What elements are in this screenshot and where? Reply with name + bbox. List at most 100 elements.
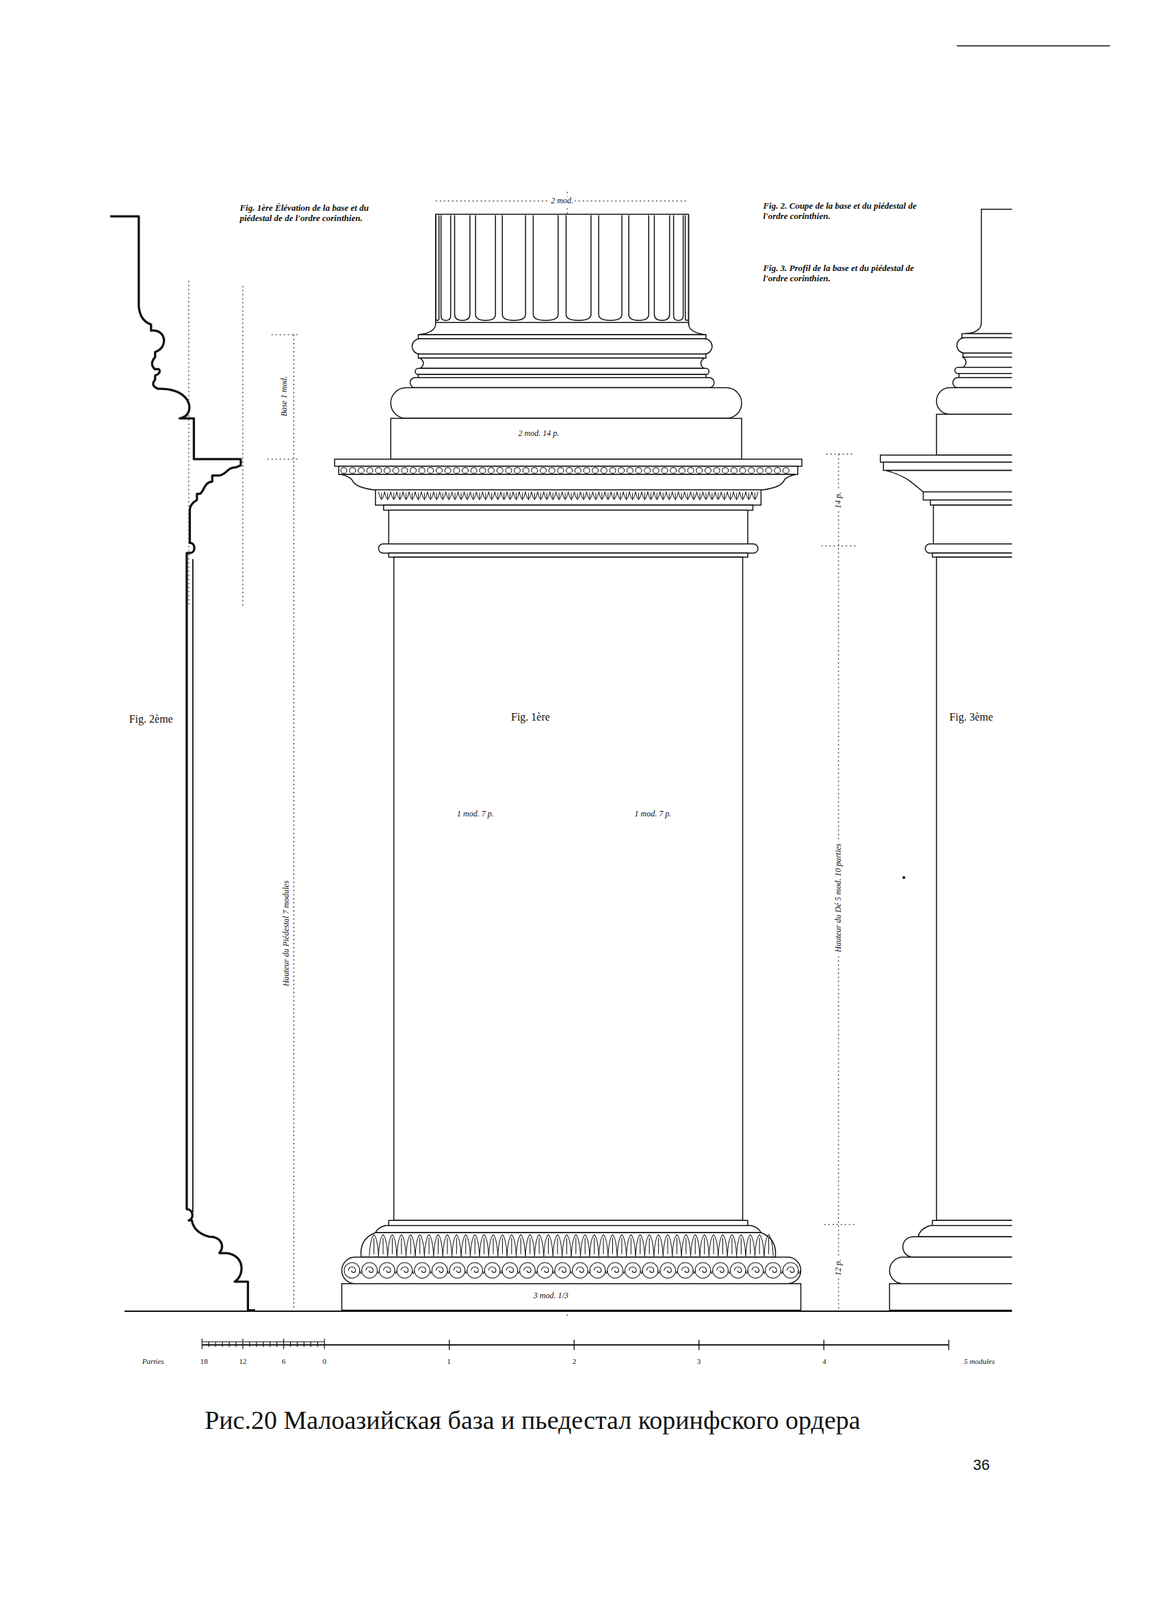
guilloche-ornament [519,1262,536,1278]
leaf-ornament [433,491,440,501]
dimension-tick [267,458,299,460]
lower-torus [936,387,1012,415]
torus [903,1236,1013,1257]
leaf-ornament [433,1234,443,1256]
leaf-ornament [635,1234,645,1256]
leaf-ornament [751,491,759,501]
figure-number: Fig. 1ère [511,710,551,723]
leaf-ornament [644,1234,654,1256]
leaf-ornament [452,1234,462,1256]
leaf-ornament [479,1234,489,1256]
leaf-ornament [402,491,410,501]
dimension-label: 3 mod. 1/3 [533,1290,569,1300]
guilloche-ornament [786,1266,801,1274]
scale-title: Parties [142,1356,165,1365]
leaf-ornament [702,491,709,501]
leaf-ornament [550,491,557,501]
torus [952,377,1012,388]
torus [957,337,1013,354]
guilloche-ornament [400,1266,415,1274]
egg-ornament [748,467,755,473]
leaf-ornament [506,491,514,501]
guilloche-ornament [677,1262,694,1278]
construction-line [242,285,243,608]
guilloche-ornament [379,1262,395,1278]
guilloche-ornament [664,1266,678,1274]
leaf-ornament [427,491,434,501]
egg-ornament [375,467,382,473]
ornaments [340,467,801,1278]
scale-number: 3 [697,1356,702,1365]
egg-band [338,465,798,475]
guilloche-ornament [642,1262,659,1278]
flute [685,215,689,321]
cyma [918,1225,1012,1237]
leaf-ornament [494,491,501,501]
guilloche-ornament [361,1262,378,1278]
guilloche-ornament [734,1266,749,1274]
egg-ornament [349,467,356,473]
guilloche-ornament [467,1262,483,1278]
cornice-slab [880,454,1012,462]
guilloche-ornament [607,1262,624,1278]
dimension-tick [820,545,857,546]
leaf-ornament [727,1234,737,1256]
egg-ornament [557,467,564,473]
flute [654,215,670,321]
guilloche-ornament [414,1262,431,1278]
flute [673,215,684,321]
leaf-ornament [610,491,618,501]
astragal [378,543,759,553]
flute [532,215,558,321]
leaf-ornament [424,1234,434,1256]
leaf-ornament [516,1234,526,1256]
leaf-ornament [626,1234,636,1256]
egg-ornament [644,467,651,473]
pedestal-die [936,556,1012,1220]
leaf-ornament [534,1234,544,1256]
flute [454,215,470,321]
dot [902,875,906,879]
leaf-ornament [469,1234,479,1256]
scale-number: 0 [322,1356,327,1365]
scale-tick [208,1341,210,1347]
leaf-ornament [571,1234,581,1256]
guilloche-ornament [699,1266,713,1274]
leaf-ornament [598,491,605,501]
dimension-label: 3 mod. 1/3 [532,1290,570,1301]
scale-number: 12 [237,1356,248,1366]
scale-number: 4 [820,1356,828,1366]
guilloche-ornament [502,1262,518,1278]
upper-torus [411,338,712,354]
scale-tick [573,1339,575,1350]
leaf-ornament [543,491,551,501]
pedestal-plinth [342,1283,802,1311]
leaf-ornament [562,1234,572,1256]
dimension-label: 1 mod. 7 p. [456,808,494,819]
dimension-label: 2 mod. 14 p. [517,428,561,439]
figure-caption: Fig. 2. Coupe de la base et du piédestal… [762,201,919,222]
leaf-ornament [406,1234,416,1256]
egg-ornament [470,467,477,473]
guilloche-ornament [660,1262,676,1278]
leaf-ornament [589,1234,599,1256]
scale-tick [283,1338,284,1349]
figure-caption: Рис.20 Малоазийская база и пьедестал кор… [204,1405,861,1434]
fillet [932,1219,1012,1225]
leaf-ornament [690,491,698,501]
scale-tick [242,1338,243,1349]
fillet [963,353,1013,358]
scotia [963,357,1013,368]
scale-title: Parties [140,1356,166,1366]
leaf-ornament [421,491,428,501]
dimension-label: 2 mod. [549,196,575,206]
guilloche-ornament [383,1266,398,1274]
leaf-ornament [733,491,740,501]
scale-tick [317,1341,319,1347]
scale-number: 2 [572,1356,577,1365]
leaf-ornament [568,491,575,501]
flute [475,215,496,321]
guilloche-ornament [453,1266,468,1274]
lower-torus [390,387,742,419]
